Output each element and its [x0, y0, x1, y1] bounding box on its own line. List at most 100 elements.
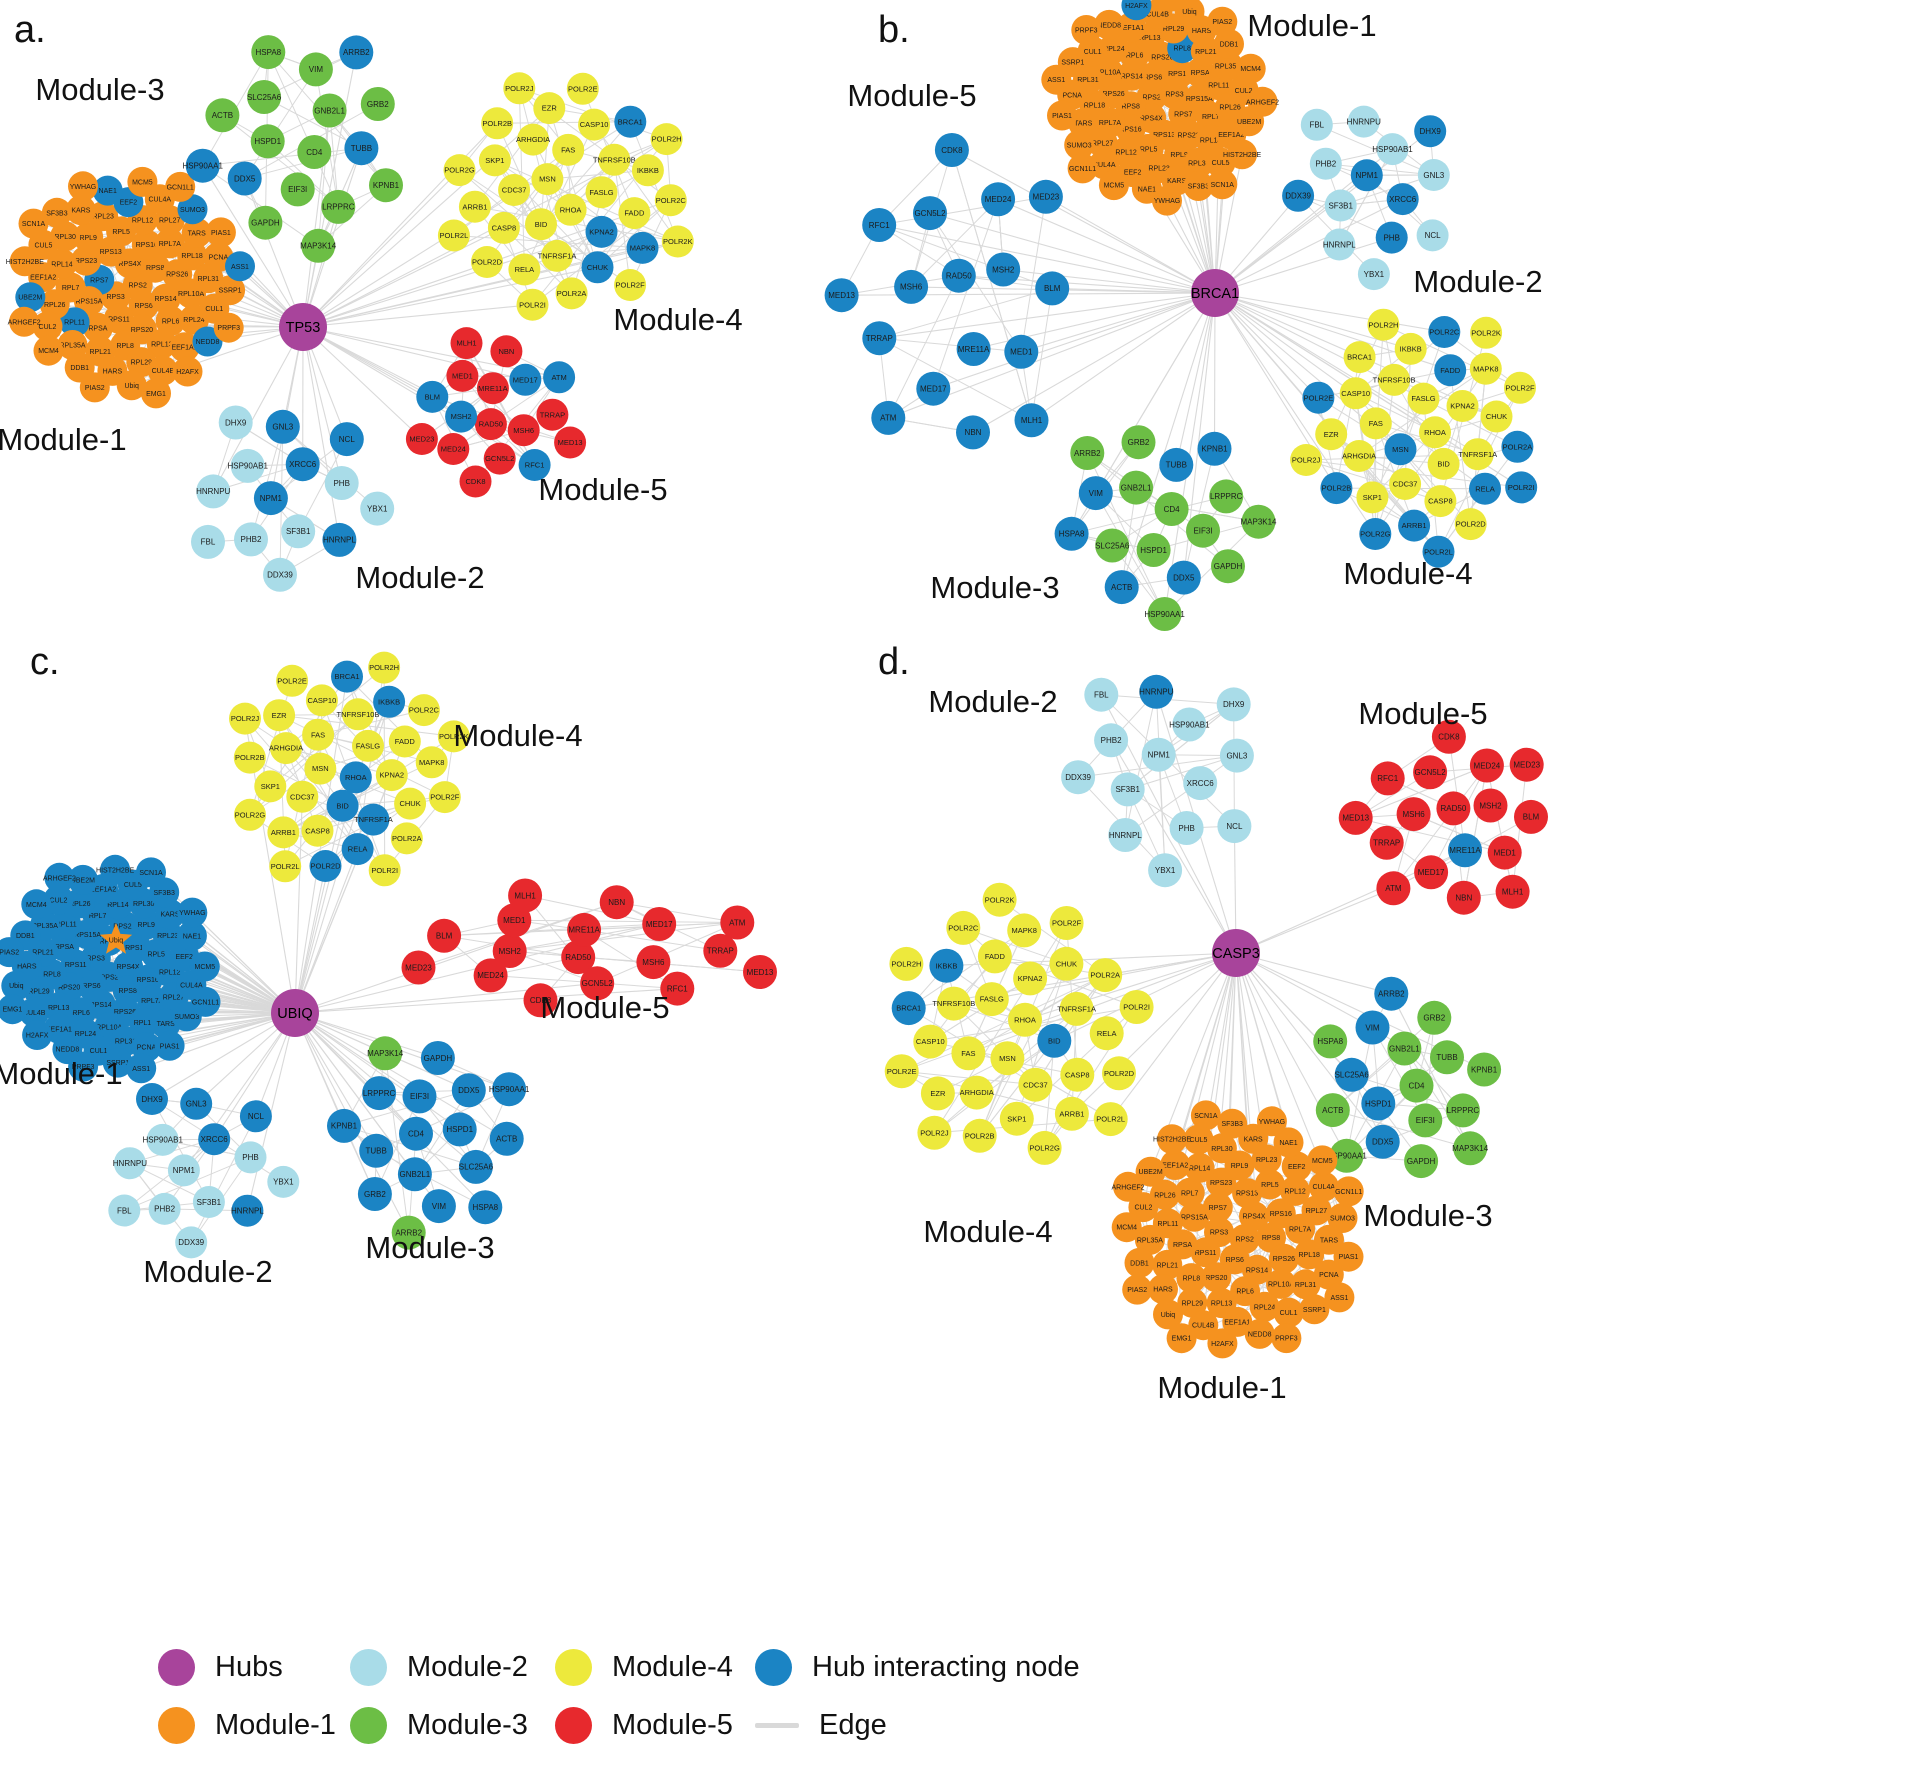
edge: [497, 121, 631, 124]
node-label-RPL13: RPL13: [48, 1005, 70, 1012]
node-label-GRB2: GRB2: [1423, 1014, 1445, 1023]
node-KPNB1: [1467, 1052, 1502, 1087]
node-RPL14: [1184, 1152, 1215, 1183]
node-label-HSPA8: HSPA8: [472, 1203, 498, 1212]
node-YWHAG: [68, 171, 98, 202]
node-label-RPL7A: RPL7A: [159, 241, 182, 248]
node-label-POLR2G: POLR2G: [235, 810, 266, 819]
legend-label: Module-5: [612, 1708, 733, 1741]
node-HNRNPL: [231, 1194, 264, 1227]
node-label-MSH2: MSH2: [992, 265, 1015, 274]
node-label-SKP1: SKP1: [1007, 1114, 1026, 1123]
node-CASP8: [487, 211, 520, 244]
hub-edge: [1110, 952, 1237, 1120]
node-MED17: [916, 371, 951, 406]
node-NEDD8: [1094, 9, 1125, 40]
edge: [879, 287, 1053, 339]
node-GCN1L1: [165, 171, 196, 202]
node-ARRB1: [1398, 509, 1431, 542]
node-label-CASP10: CASP10: [1341, 389, 1370, 398]
node-label-KPNA2: KPNA2: [1018, 974, 1043, 983]
node-RPL27: [1087, 127, 1118, 158]
node-label-FAS: FAS: [961, 1049, 975, 1058]
node-RPS16: [131, 229, 162, 260]
node-label-EEF1A1: EEF1A1: [171, 345, 197, 352]
node-POLR2I: [516, 288, 549, 321]
node-MRE11A: [1448, 833, 1482, 868]
node-FASLG: [585, 176, 618, 209]
node-BLM: [1514, 799, 1548, 834]
node-label-RPL12: RPL12: [1115, 149, 1137, 156]
node-label-CDC37: CDC37: [502, 186, 527, 195]
hub-edge: [933, 292, 1216, 390]
node-label-RPS14: RPS14: [1121, 73, 1143, 80]
node-label-MAP3K14: MAP3K14: [1240, 518, 1277, 527]
node-EMG1: [1166, 1323, 1197, 1354]
node-label-POLR2E: POLR2E: [277, 676, 307, 685]
hub-edge: [294, 1012, 377, 1152]
node-HNRNPL: [1108, 818, 1143, 852]
node-CASP10: [1339, 377, 1372, 410]
node-label-SCN1A: SCN1A: [1211, 182, 1235, 189]
node-SF3B1: [192, 1186, 225, 1218]
node-MSH2: [445, 400, 478, 433]
edge: [444, 923, 660, 937]
node-label-DHX9: DHX9: [141, 1095, 163, 1104]
node-label-KARS: KARS: [71, 208, 90, 215]
node-label-PHB2: PHB2: [154, 1205, 175, 1214]
node-HSP90AB1: [230, 448, 265, 483]
node-label-CHUK: CHUK: [587, 263, 608, 272]
node-label-CD4: CD4: [1408, 1081, 1425, 1090]
node-label-MED23: MED23: [1513, 761, 1540, 770]
node-CDK8: [459, 465, 492, 498]
node-label-RPL26: RPL26: [44, 302, 66, 309]
node-label-NCL: NCL: [248, 1112, 265, 1121]
node-SLC25A6: [458, 1149, 493, 1184]
node-label-MED23: MED23: [409, 435, 434, 444]
node-label-PIAS2: PIAS2: [85, 385, 105, 392]
node-label-RPL30: RPL30: [1188, 160, 1210, 167]
edge: [879, 224, 1053, 289]
node-label-RPS23: RPS23: [75, 258, 97, 265]
node-ACTB: [205, 98, 240, 133]
hub-edge: [294, 901, 617, 1014]
node-label-RPS11: RPS11: [65, 962, 87, 969]
node-HNRNPL: [322, 522, 357, 557]
hub-edge: [1214, 237, 1392, 294]
labels-panel-a: Module-1Module-3Module-4Module-5Module-2…: [0, 9, 743, 595]
node-POLR2D: [1454, 508, 1487, 541]
node-label-RPSA: RPSA: [1173, 1242, 1192, 1249]
node-label-HSPA8: HSPA8: [1317, 1037, 1343, 1046]
node-label-VIM: VIM: [1089, 489, 1104, 498]
node-label-RPS8: RPS8: [146, 265, 164, 272]
node-label-SSRP1: SSRP1: [219, 288, 242, 295]
node-label-ATM: ATM: [880, 414, 897, 423]
legend-item: Module-4: [555, 1645, 755, 1689]
node-HIST2H2BE: [100, 854, 131, 885]
edge: [315, 69, 339, 207]
node-label-RPSA: RPSA: [55, 944, 74, 951]
node-HNRNPL: [1323, 228, 1356, 261]
node-label-POLR2A: POLR2A: [557, 289, 587, 298]
node-RPL29: [1177, 1287, 1208, 1318]
node-DDX5: [227, 161, 262, 196]
hub-label-CASP3: CASP3: [1212, 946, 1260, 962]
node-MSH2: [986, 252, 1021, 287]
node-label-NCL: NCL: [1425, 231, 1442, 240]
node-ARHGEF2: [1113, 1171, 1143, 1202]
node-label-HSPD1: HSPD1: [1140, 546, 1167, 555]
node-SF3B1: [281, 514, 316, 549]
edge: [1034, 974, 1106, 1085]
hub-edge: [1235, 952, 1392, 995]
node-label-RPL9: RPL9: [137, 922, 155, 929]
node-label-POLR2J: POLR2J: [920, 1128, 949, 1137]
node-label-KARS: KARS: [1167, 178, 1186, 185]
node-ACTB: [489, 1121, 524, 1156]
node-label-CUL4A: CUL4A: [1093, 162, 1116, 169]
node-label-NCL: NCL: [339, 435, 356, 444]
node-label-LRPPRC: LRPPRC: [1210, 492, 1243, 501]
edge: [151, 1098, 210, 1203]
node-label-ARRB2: ARRB2: [1378, 990, 1405, 999]
node-ASS1: [1324, 1282, 1355, 1313]
